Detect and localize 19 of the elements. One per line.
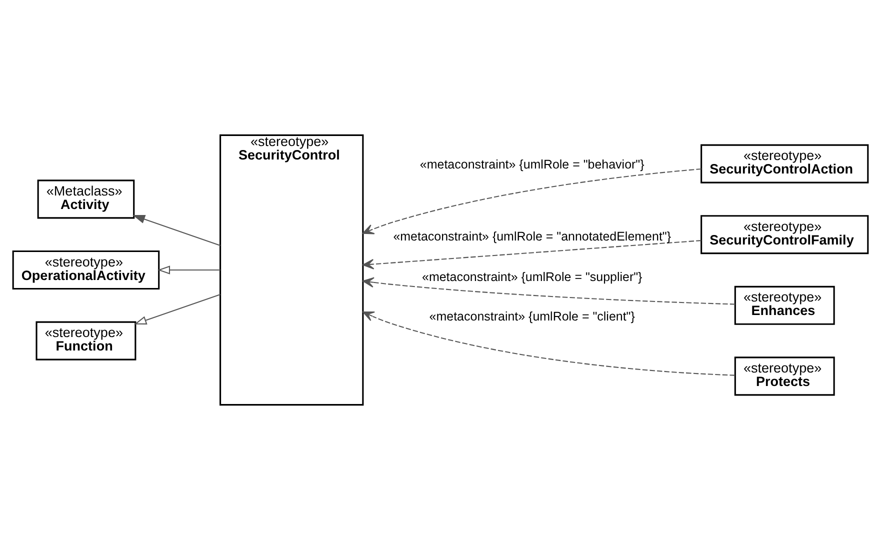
arrow (132, 215, 220, 246)
arrow (158, 266, 220, 274)
node-box: «Metaclass» Activity (37, 180, 135, 219)
edge-label: «metaconstraint» {umlRole = "supplier"} (422, 270, 642, 284)
node-box: «stereotype» Function (36, 321, 136, 360)
edge-label: «metaconstraint» {umlRole = "annotatedElement"} (393, 229, 672, 244)
arrow (362, 312, 735, 376)
arrow (134, 294, 220, 324)
arrow (362, 277, 736, 305)
arrow (362, 168, 702, 234)
node-box: «stereotype» SecurityControl (220, 134, 364, 406)
edge-label: «metaconstraint» {umlRole = "behavior"} (420, 158, 644, 172)
node-box: «stereotype» OperationalActivity (12, 250, 160, 290)
node-box: «stereotype» SecurityControlFamily (700, 215, 869, 254)
node-box: «stereotype» Enhances (734, 286, 835, 325)
node-box: «stereotype» SecurityControlAction (700, 144, 869, 184)
node-box: «stereotype» Protects (734, 356, 835, 396)
edge-label: «metaconstraint» {umlRole = "client"} (429, 310, 635, 324)
arrow (362, 240, 702, 270)
